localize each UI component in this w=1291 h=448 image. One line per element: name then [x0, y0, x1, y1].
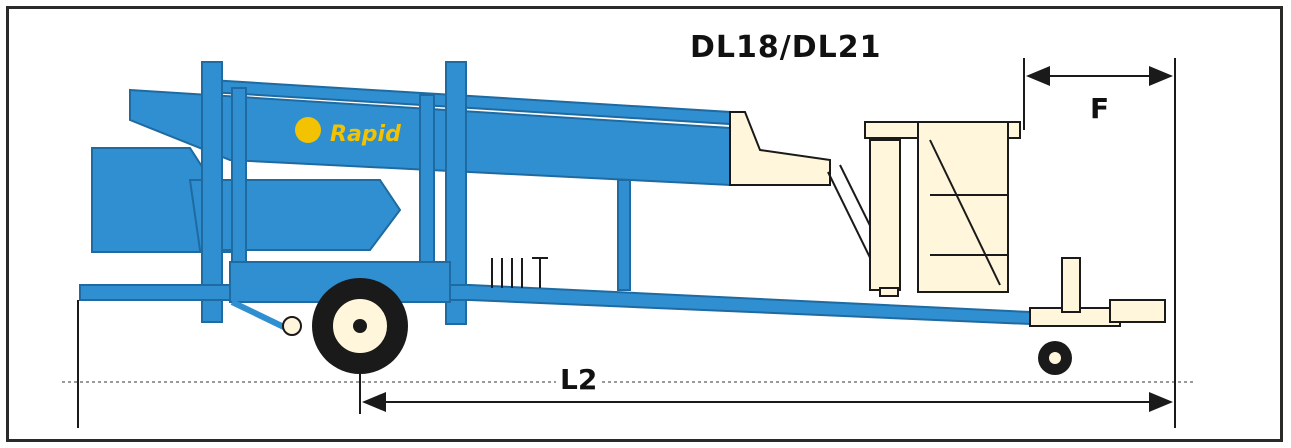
outrigger-leg [230, 299, 292, 333]
boom-post-inner-right [419, 94, 435, 276]
tow-hitch [1029, 257, 1166, 327]
outrigger-pad [282, 316, 302, 336]
model-title: DL18/DL21 [690, 30, 882, 65]
boom-support-strut [617, 179, 631, 291]
boom-post-right [445, 61, 467, 325]
boom-post-inner [231, 87, 247, 279]
dimension-l2-label: L2 [556, 363, 602, 396]
stabilizer-marks [491, 257, 548, 288]
platform-basket [864, 121, 1021, 297]
rapid-logo-mark [295, 117, 321, 143]
rapid-logo-text: Rapid [330, 122, 401, 147]
boom-telescope [729, 111, 831, 186]
dimension-f-label: F [1090, 92, 1110, 125]
main-wheel-hub [353, 319, 367, 333]
boom-post-left [201, 61, 223, 323]
jockey-wheel-hub [1049, 352, 1061, 364]
